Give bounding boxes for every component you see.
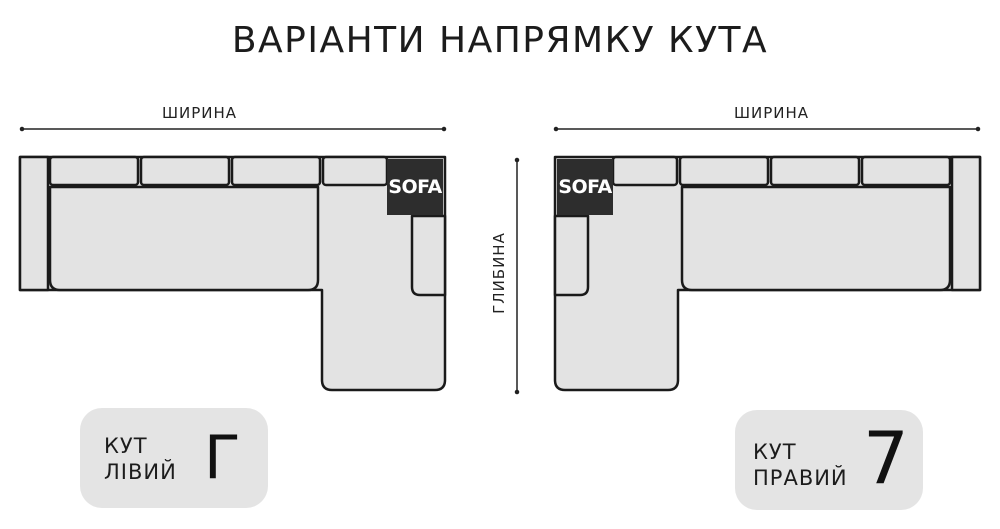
right-back-cushion-4 [860, 155, 952, 187]
right-back-cushion-1 [611, 155, 679, 187]
right-corner-sofa [553, 155, 982, 392]
right-chaise-back [553, 214, 590, 297]
right-badge-line1: КУТ [753, 440, 797, 464]
left-badge-line2: ЛІВИЙ [104, 460, 177, 484]
depth-label: ГЛИБИНА [490, 232, 508, 314]
right-back-cushion-3 [769, 155, 861, 187]
left-corner-sofa [18, 155, 447, 392]
left-badge-line1: КУТ [104, 434, 148, 458]
left-logo-text: SOFA [388, 176, 442, 198]
left-seat-cushion [48, 185, 320, 292]
left-corner-badge: КУТ ЛІВИЙ Г [80, 408, 268, 508]
left-back-cushion-3 [230, 155, 322, 187]
right-back-cushion-2 [678, 155, 770, 187]
left-armrest [18, 155, 50, 292]
left-chaise-back [410, 214, 447, 297]
left-back-cushion-2 [139, 155, 231, 187]
left-sofa-logo: SOFA [387, 159, 443, 215]
right-badge-line2: ПРАВИЙ [753, 466, 848, 490]
left-width-label: ШИРИНА [162, 104, 238, 122]
right-width-label: ШИРИНА [734, 104, 810, 122]
right-seat-cushion [680, 185, 952, 292]
right-sofa-logo: SOFA [557, 159, 613, 215]
left-back-cushion-4 [321, 155, 389, 187]
page-title: ВАРІАНТИ НАПРЯМКУ КУТА [231, 20, 769, 61]
left-badge-glyph: Г [204, 423, 241, 493]
right-armrest [950, 155, 982, 292]
right-badge-glyph: 7 [863, 416, 909, 500]
left-back-cushion-1 [48, 155, 140, 187]
right-logo-text: SOFA [558, 176, 612, 198]
right-corner-badge: КУТ ПРАВИЙ 7 [735, 410, 923, 510]
